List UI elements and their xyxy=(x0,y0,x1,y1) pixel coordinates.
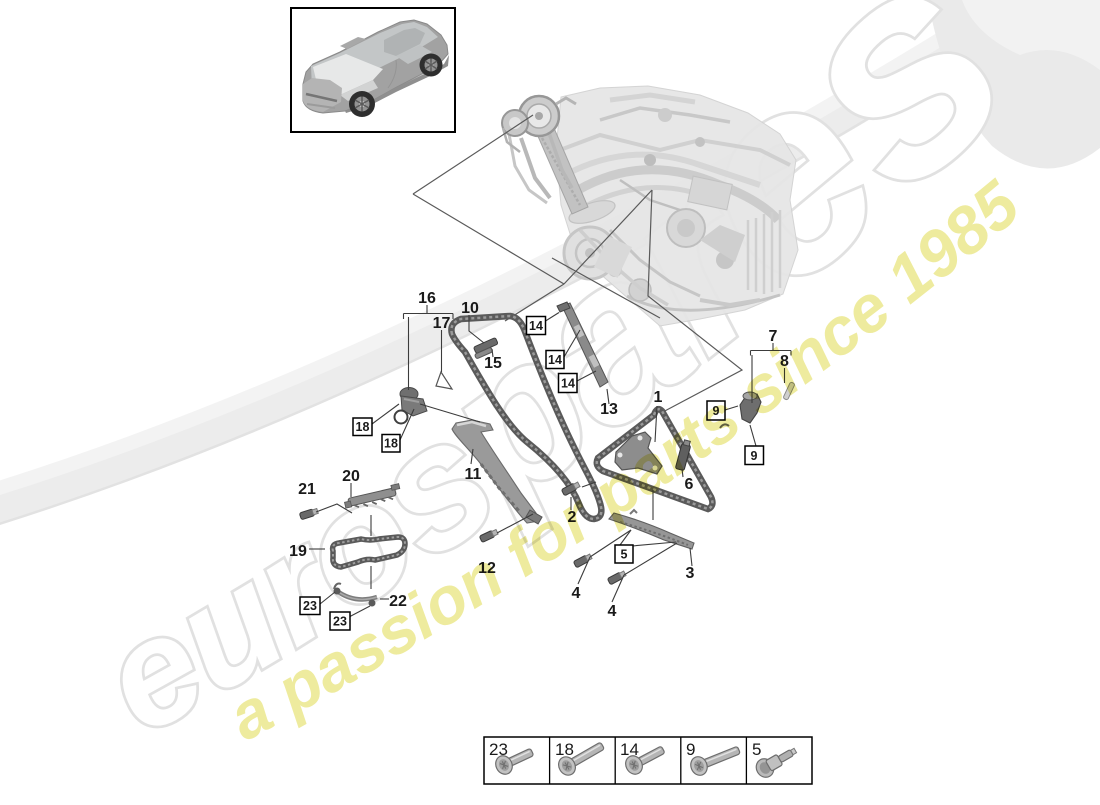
svg-text:8: 8 xyxy=(780,353,789,370)
svg-text:4: 4 xyxy=(572,585,581,602)
svg-text:18: 18 xyxy=(356,420,370,434)
svg-text:19: 19 xyxy=(289,543,307,560)
svg-text:4: 4 xyxy=(608,603,617,620)
svg-text:18: 18 xyxy=(555,740,574,759)
svg-text:23: 23 xyxy=(303,599,317,613)
svg-text:16: 16 xyxy=(418,290,436,307)
svg-text:13: 13 xyxy=(600,401,618,418)
svg-text:14: 14 xyxy=(561,377,575,391)
svg-text:18: 18 xyxy=(384,437,398,451)
svg-text:17: 17 xyxy=(433,315,451,332)
svg-text:22: 22 xyxy=(389,593,407,610)
svg-text:7: 7 xyxy=(769,328,778,345)
svg-text:9: 9 xyxy=(713,404,720,418)
svg-text:6: 6 xyxy=(685,476,694,493)
svg-text:9: 9 xyxy=(686,740,695,759)
svg-text:1: 1 xyxy=(654,389,663,406)
svg-text:15: 15 xyxy=(484,355,502,372)
svg-text:14: 14 xyxy=(620,740,639,759)
svg-text:2: 2 xyxy=(568,509,577,526)
svg-text:10: 10 xyxy=(461,300,479,317)
svg-text:14: 14 xyxy=(529,319,543,333)
svg-text:21: 21 xyxy=(298,481,316,498)
svg-text:12: 12 xyxy=(478,560,496,577)
svg-text:11: 11 xyxy=(465,466,482,483)
svg-text:14: 14 xyxy=(548,353,562,367)
svg-text:5: 5 xyxy=(621,548,628,562)
svg-text:23: 23 xyxy=(489,740,508,759)
svg-text:23: 23 xyxy=(333,615,347,629)
svg-text:9: 9 xyxy=(751,449,758,463)
svg-text:20: 20 xyxy=(342,468,360,485)
svg-text:3: 3 xyxy=(686,565,695,582)
svg-text:5: 5 xyxy=(752,740,761,759)
